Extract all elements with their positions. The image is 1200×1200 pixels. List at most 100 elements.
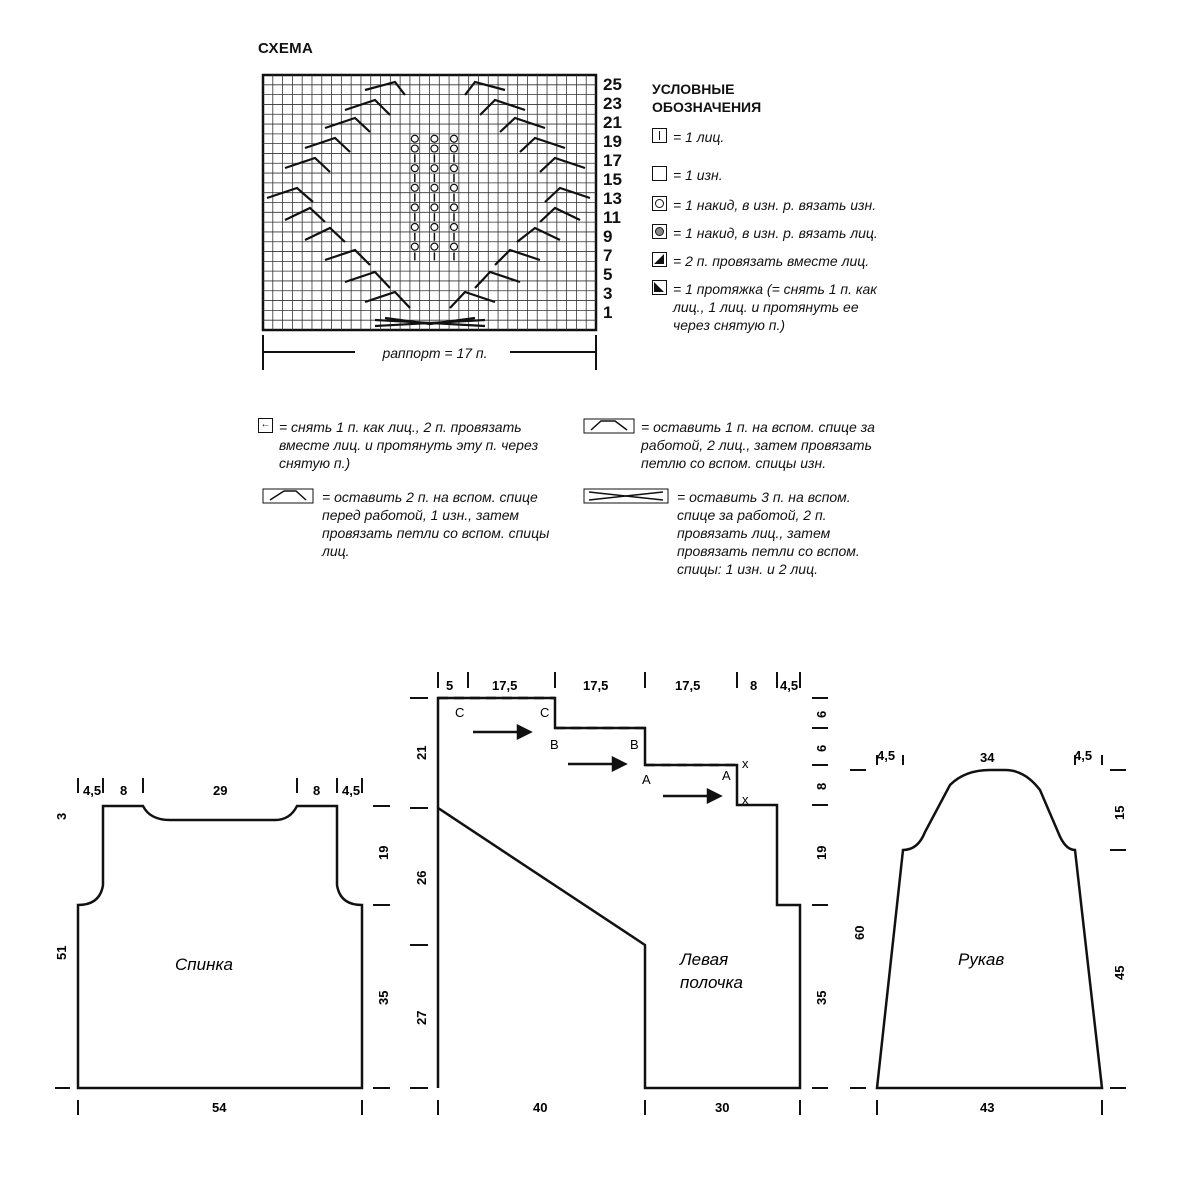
front-right-dim: 6 bbox=[814, 745, 829, 752]
yarn-over-symbol bbox=[410, 222, 419, 232]
legend-item: = 1 изн. bbox=[652, 166, 892, 184]
cable-right-3-2-icon bbox=[583, 488, 669, 504]
front-top-dim: 8 bbox=[750, 678, 757, 693]
yarn-over-symbol bbox=[449, 134, 459, 143]
chart-grid bbox=[261, 73, 598, 332]
row-number: 13 bbox=[603, 189, 622, 208]
yarn-over-symbol bbox=[410, 242, 419, 251]
point-label: B bbox=[630, 737, 639, 752]
row-number: 21 bbox=[603, 113, 622, 132]
back-right-dim: 35 bbox=[376, 991, 391, 1005]
point-label: x bbox=[742, 792, 749, 807]
back-top-dim: 8 bbox=[120, 783, 127, 798]
back-top-dim: 4,5 bbox=[342, 783, 360, 798]
row-number: 1 bbox=[603, 303, 613, 322]
front-top-dim: 17,5 bbox=[492, 678, 517, 693]
sleeve-right-dim: 15 bbox=[1112, 806, 1127, 820]
back-right-dim: 19 bbox=[376, 846, 391, 860]
back-bottom-dim: 54 bbox=[212, 1100, 227, 1115]
yarn-over-symbol bbox=[430, 164, 439, 173]
knit-stitch-icon bbox=[652, 128, 667, 143]
front-top-dim: 17,5 bbox=[583, 678, 608, 693]
cable-right-1-2-icon bbox=[583, 418, 635, 434]
row-number: 19 bbox=[603, 132, 622, 151]
sleeve-left-dim: 60 bbox=[852, 926, 867, 940]
row-number: 25 bbox=[603, 75, 622, 94]
back-left-dim: 51 bbox=[54, 946, 69, 960]
yarn-over-symbol bbox=[449, 203, 459, 212]
front-label: полочка bbox=[680, 973, 743, 992]
front-left-dim: 27 bbox=[414, 1011, 429, 1025]
yarn-over-symbol bbox=[410, 203, 419, 212]
row-number: 9 bbox=[603, 227, 613, 246]
point-label: A bbox=[642, 772, 651, 787]
point-label: x bbox=[742, 756, 749, 771]
yarn-over-symbol bbox=[410, 134, 419, 143]
repeat-label: раппорт = 17 п. bbox=[382, 345, 488, 361]
sleeve-top-dim: 4,5 bbox=[877, 748, 895, 763]
back-outline bbox=[76, 804, 364, 1090]
row-number: 11 bbox=[603, 208, 621, 227]
row-number: 23 bbox=[603, 94, 622, 113]
purl-stitch-icon bbox=[652, 166, 667, 181]
point-label: C bbox=[540, 705, 549, 720]
front-right-dim: 8 bbox=[814, 783, 829, 790]
row-number: 17 bbox=[603, 151, 622, 170]
front-top-dim: 5 bbox=[446, 678, 453, 693]
front-right-dim: 6 bbox=[814, 711, 829, 718]
yarn-over-symbol bbox=[430, 242, 439, 251]
front-outline bbox=[436, 696, 802, 1090]
k2tog-icon bbox=[652, 252, 667, 267]
sleeve-top-dim: 4,5 bbox=[1074, 748, 1092, 763]
front-label: Левая bbox=[679, 950, 728, 969]
sleeve-bottom-dim: 43 bbox=[980, 1100, 994, 1115]
yarn-over-knit-icon bbox=[652, 224, 667, 239]
row-number: 7 bbox=[603, 246, 613, 265]
legend-item: = 1 накид, в изн. р. вязать лиц. bbox=[652, 224, 892, 242]
front-right-dim: 35 bbox=[814, 991, 829, 1005]
chart-motifs bbox=[266, 80, 591, 328]
legend-item: = 1 протяжка (= снять 1 п. как лиц., 1 л… bbox=[652, 280, 892, 334]
double-decrease-icon: ← bbox=[258, 418, 273, 433]
yarn-over-symbol bbox=[430, 144, 439, 153]
yarn-over-symbol bbox=[430, 134, 439, 143]
front-left-dim: 26 bbox=[414, 871, 429, 885]
yarn-over-symbol bbox=[410, 164, 419, 173]
row-number: 3 bbox=[603, 284, 613, 303]
legend-item: = 1 лиц. bbox=[652, 128, 892, 146]
back-label: Спинка bbox=[175, 955, 233, 974]
yarn-over-symbol bbox=[410, 144, 419, 153]
front-bottom-dim: 40 bbox=[533, 1100, 547, 1115]
chart-title: СХЕМА bbox=[258, 40, 314, 57]
ssk-icon bbox=[652, 280, 667, 295]
row-numbers: 25 23 21 19 17 15 13 11 9 7 5 3 1 bbox=[603, 76, 622, 321]
yarn-over-symbol bbox=[449, 144, 459, 153]
yarn-over-symbol bbox=[430, 183, 439, 192]
point-label: C bbox=[455, 705, 464, 720]
yarn-over-symbol bbox=[430, 222, 439, 232]
row-number: 5 bbox=[603, 265, 613, 284]
legend: УСЛОВНЫЕ ОБОЗНАЧЕНИЯ = 1 лиц. = 1 изн. =… bbox=[652, 80, 892, 334]
chart-symbol-cells bbox=[410, 134, 459, 261]
back-top-dim: 4,5 bbox=[83, 783, 101, 798]
front-top-dim: 4,5 bbox=[780, 678, 798, 693]
yarn-over-symbol bbox=[430, 203, 439, 212]
row-number: 15 bbox=[603, 170, 622, 189]
point-label: A bbox=[722, 768, 731, 783]
sleeve-label: Рукав bbox=[958, 950, 1004, 969]
cable-left-2-1-icon bbox=[262, 488, 314, 504]
sleeve-right-dim: 45 bbox=[1112, 966, 1127, 980]
legend-item: ← = снять 1 п. как лиц., 2 п. провязать … bbox=[258, 418, 558, 472]
back-left-dim: 3 bbox=[54, 813, 69, 820]
back-top-dim: 8 bbox=[313, 783, 320, 798]
legend-title: ОБОЗНАЧЕНИЯ bbox=[652, 99, 762, 115]
yarn-over-symbol bbox=[449, 222, 459, 232]
legend-item: = 2 п. провязать вместе лиц. bbox=[652, 252, 892, 270]
legend-item: = оставить 1 п. на вспом. спице за работ… bbox=[583, 418, 893, 472]
yarn-over-symbol bbox=[449, 183, 459, 192]
back-top-dim: 29 bbox=[213, 783, 227, 798]
yarn-over-symbol bbox=[449, 242, 459, 251]
point-label: B bbox=[550, 737, 559, 752]
sleeve-outline bbox=[875, 768, 1104, 1090]
legend-item: = оставить 3 п. на вспом. спице за работ… bbox=[583, 488, 893, 578]
